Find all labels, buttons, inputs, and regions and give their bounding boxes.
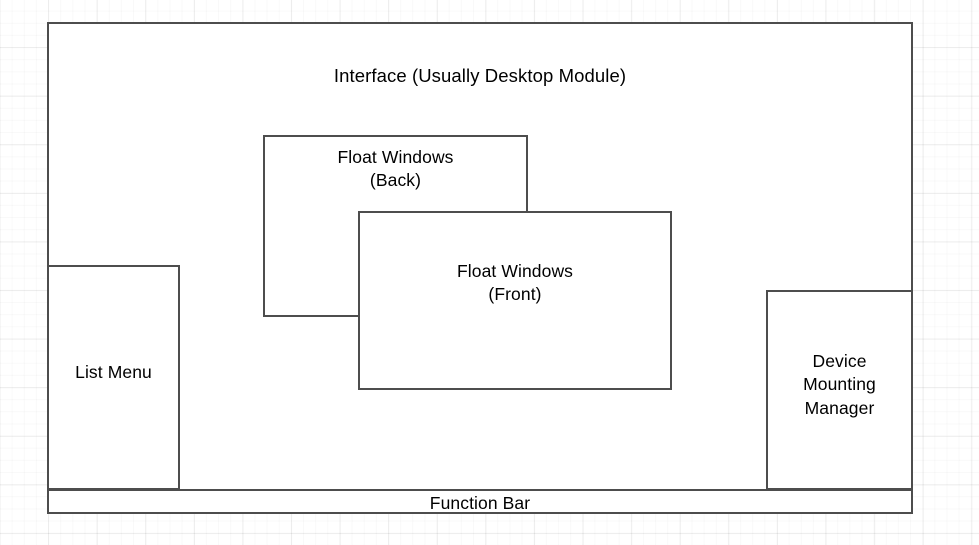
node-float-windows-front[interactable]: Float Windows (Front) [358,211,672,390]
node-function-bar[interactable]: Function Bar [47,489,913,514]
node-float-windows-front-label: Float Windows (Front) [456,261,574,305]
node-list-menu[interactable]: List Menu [47,265,180,490]
node-device-mounting-manager[interactable]: Device Mounting Manager [766,290,913,490]
node-device-mounting-manager-label: Device Mounting Manager [803,351,876,418]
node-list-menu-label: List Menu [75,362,152,382]
node-interface-label: Interface (Usually Desktop Module) [333,65,627,86]
node-function-bar-label: Function Bar [429,493,531,513]
node-float-windows-back-label: Float Windows (Back) [337,147,454,191]
